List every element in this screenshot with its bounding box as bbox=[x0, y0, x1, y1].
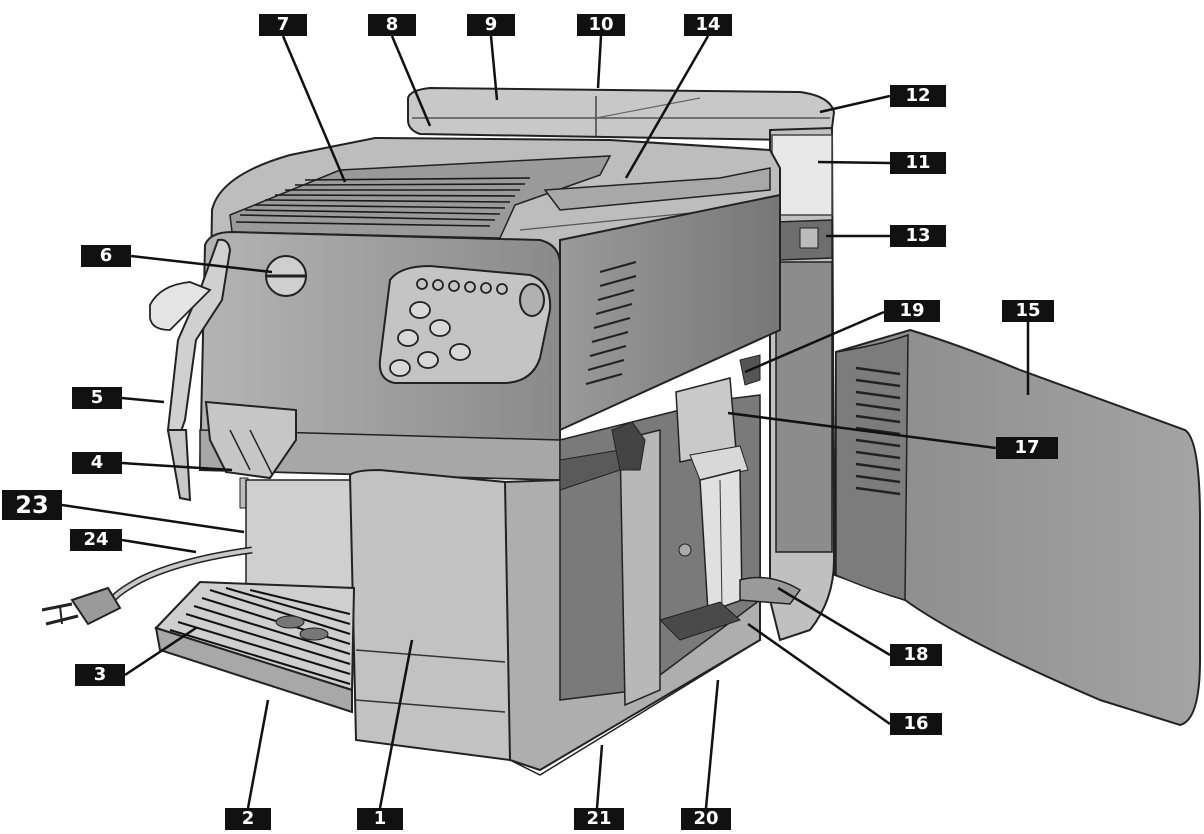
label-20: 20 bbox=[681, 808, 731, 830]
label-21: 21 bbox=[574, 808, 624, 830]
label-12: 12 bbox=[890, 85, 946, 107]
side-vents bbox=[585, 260, 637, 386]
drip-grate bbox=[169, 587, 351, 685]
steam-wand bbox=[149, 238, 232, 502]
label-15: 15 bbox=[1002, 300, 1054, 322]
drip-tray bbox=[154, 580, 356, 714]
control-buttons bbox=[389, 301, 471, 377]
label-9: 9 bbox=[467, 14, 515, 36]
label-18: 18 bbox=[890, 644, 942, 666]
label-1: 1 bbox=[357, 808, 403, 830]
label-8: 8 bbox=[368, 14, 416, 36]
water-tank bbox=[769, 126, 836, 642]
label-24: 24 bbox=[70, 529, 122, 551]
label-14: 14 bbox=[684, 14, 732, 36]
label-16: 16 bbox=[890, 713, 942, 735]
power-cord bbox=[41, 546, 253, 626]
label-11: 11 bbox=[890, 152, 946, 174]
label-5: 5 bbox=[72, 387, 122, 409]
label-6: 6 bbox=[81, 245, 131, 267]
coffee-spout bbox=[204, 400, 297, 511]
label-2: 2 bbox=[225, 808, 271, 830]
brewing-compartment bbox=[559, 354, 802, 707]
indicator-lights bbox=[416, 278, 508, 295]
label-4: 4 bbox=[72, 452, 122, 474]
side-door bbox=[833, 328, 1201, 727]
label-3: 3 bbox=[75, 664, 125, 686]
label-10: 10 bbox=[577, 14, 625, 36]
grounds-container bbox=[348, 468, 522, 762]
label-23: 23 bbox=[2, 490, 62, 520]
cup-warmer-grid bbox=[235, 177, 531, 227]
label-19: 19 bbox=[884, 300, 940, 322]
leader-lines bbox=[61, 35, 1030, 809]
label-17: 17 bbox=[996, 437, 1058, 459]
door-vents bbox=[855, 366, 901, 496]
label-13: 13 bbox=[890, 225, 946, 247]
label-7: 7 bbox=[259, 14, 307, 36]
